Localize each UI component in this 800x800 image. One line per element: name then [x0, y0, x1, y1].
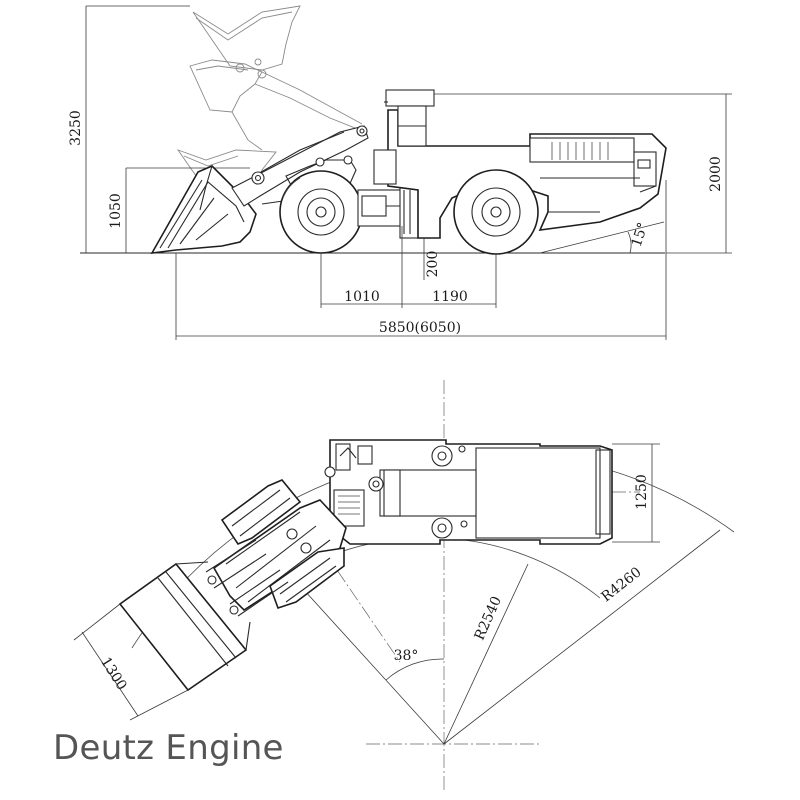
- dim-3250-label: 3250: [68, 110, 84, 146]
- dim-1050-label: 1050: [108, 193, 124, 229]
- dim-ground-clearance: 200: [423, 238, 441, 280]
- engine-caption: Deutz Engine: [53, 728, 284, 768]
- bucket-lowered: [150, 165, 257, 254]
- articulation-angle-arc: [385, 658, 445, 681]
- boom-arm: [231, 125, 369, 207]
- dim-cab-height: 2000: [434, 93, 732, 254]
- rear-frame: [373, 89, 667, 239]
- dim-1010-label: 1010: [344, 289, 380, 305]
- front-right-wheel-top: [269, 547, 345, 610]
- roof-rops: [385, 89, 435, 107]
- rear-wheel: [453, 169, 539, 255]
- front-left-wheel-top: [220, 479, 302, 545]
- dim-1190-label: 1190: [432, 289, 468, 305]
- dim-38deg-label: 38°: [394, 648, 419, 664]
- dim-1300-label: 1300: [97, 655, 129, 694]
- dim-bucket-pin-height: 1050: [108, 167, 250, 253]
- dim-height-raised: 3250: [68, 5, 190, 253]
- dim-overall-length: 5850(6050): [176, 320, 666, 337]
- dim-15deg-label: 15°: [629, 220, 652, 249]
- dim-1250-label: 1250: [634, 474, 650, 510]
- bucket-top: [118, 561, 251, 692]
- dim-r2540-label: R2540: [472, 594, 505, 643]
- raised-bucket-ghost: [176, 5, 363, 201]
- dim-body-width: 1250: [612, 443, 660, 543]
- radius-r2540-line: [443, 563, 529, 745]
- dim-200-label: 200: [425, 251, 441, 278]
- inner-turning-arc: [339, 537, 601, 599]
- dim-2000-label: 2000: [708, 156, 724, 192]
- engine-hood-top: [475, 447, 601, 539]
- engine-hood: [529, 137, 635, 163]
- dim-r4260-label: R4260: [598, 564, 644, 605]
- rear-frame-top: [324, 439, 613, 545]
- side-view: 3250 1050: [68, 5, 732, 340]
- front-wheel: [279, 170, 363, 254]
- dim-wheelbase: 1010 1190: [321, 289, 496, 305]
- dim-departure-angle: 15°: [539, 220, 665, 254]
- dim-overall-length-label: 5850(6050): [379, 320, 461, 336]
- front-frame-top: [205, 479, 347, 617]
- radius-r4260-line: [443, 529, 721, 745]
